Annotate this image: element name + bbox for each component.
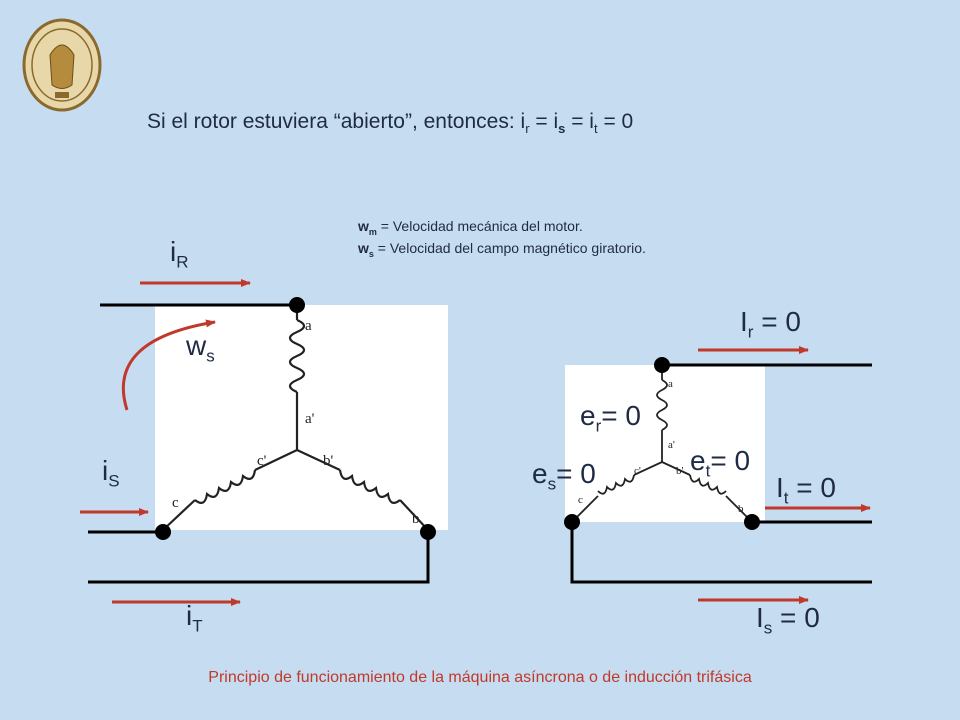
- terminal-c: [155, 524, 171, 540]
- winding-label-b: b: [412, 511, 420, 527]
- label-ws: ws: [186, 330, 215, 366]
- stator-wires: [88, 303, 430, 584]
- rotor-winding-label-a: a: [668, 378, 673, 390]
- label-er: er= 0: [580, 400, 641, 436]
- rotor-winding-label-a-prime: a': [668, 439, 675, 451]
- slide-footer: Principio de funcionamiento de la máquin…: [208, 669, 752, 686]
- rotor-winding-label-c: c: [578, 494, 583, 506]
- rotor-winding-label-b: b: [738, 503, 744, 515]
- terminal-b: [420, 524, 436, 540]
- rotor-terminal-t: [744, 514, 760, 530]
- rotor-panel: [565, 365, 765, 522]
- rotor-terminal-r: [654, 357, 670, 373]
- rotor-wires: [570, 363, 872, 584]
- winding-label-c-prime: c': [257, 453, 267, 469]
- label-iS: iS: [102, 455, 120, 491]
- label-Is: Is = 0: [756, 602, 820, 638]
- rotor-winding-label-c-prime: c': [634, 465, 641, 477]
- label-It: It = 0: [776, 472, 836, 508]
- stator-panel: [155, 305, 448, 530]
- winding-label-a: a: [305, 318, 312, 334]
- slide-title: Si el rotor estuviera “abierto”, entonce…: [147, 110, 634, 137]
- definition-wm: wm = Velocidad mecánica del motor.: [358, 218, 583, 237]
- definition-ws: ws = Velocidad del campo magnético girat…: [358, 240, 646, 259]
- rotor-terminal-s: [564, 514, 580, 530]
- winding-label-a-prime: a': [305, 411, 315, 427]
- winding-label-b-prime: b': [323, 453, 334, 469]
- label-iT: iT: [186, 600, 203, 636]
- label-Ir: Ir = 0: [740, 306, 801, 342]
- winding-label-c: c: [172, 495, 179, 511]
- label-iR: iR: [170, 236, 189, 272]
- stator-winding: [162, 305, 429, 531]
- ws-arrow: [121, 319, 216, 411]
- terminal-a: [289, 297, 305, 313]
- rotor-winding-label-b-prime: b': [676, 465, 684, 477]
- label-et: et= 0: [690, 445, 751, 481]
- label-es: es= 0: [532, 458, 596, 494]
